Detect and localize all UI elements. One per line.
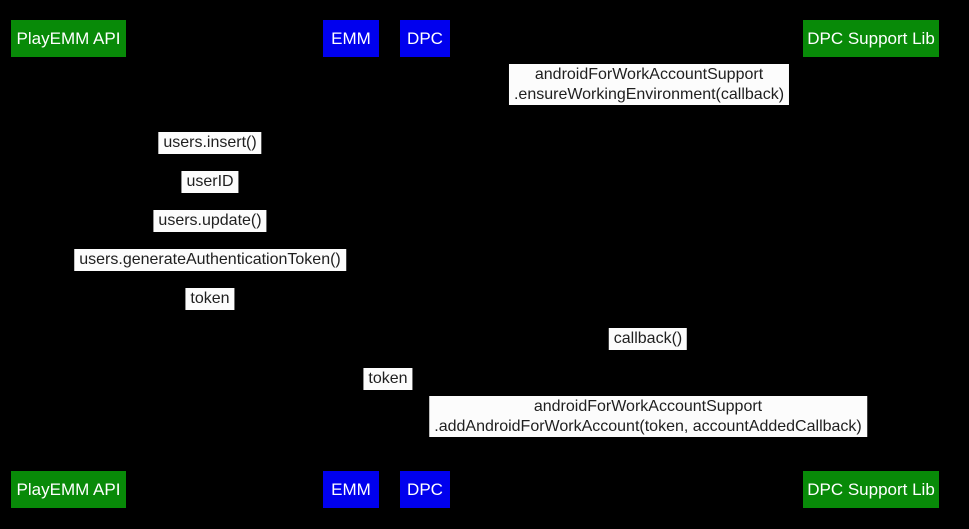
message-line: users.update()	[158, 212, 262, 229]
actor-box-playemm-api-top: PlayEMM API	[11, 20, 126, 57]
message-label-user-id: userID	[181, 171, 239, 193]
message-line: users.generateAuthenticationToken()	[79, 251, 341, 268]
message-label-users-generate-authentication-token: users.generateAuthenticationToken()	[74, 249, 346, 271]
message-label-users-insert: users.insert()	[158, 132, 262, 154]
actor-box-dpc-bottom: DPC	[400, 471, 450, 508]
message-line: users.insert()	[163, 134, 257, 151]
message-line: androidForWorkAccountSupport	[533, 398, 763, 415]
message-label-token-response: token	[185, 288, 235, 310]
actor-box-playemm-api-bottom: PlayEMM API	[11, 471, 126, 508]
message-label-add-android-for-work-account: androidForWorkAccountSupport .addAndroidF…	[429, 396, 867, 437]
message-label-callback: callback()	[608, 328, 688, 350]
message-line: .addAndroidForWorkAccount(token, account…	[434, 417, 862, 435]
actor-box-emm-top: EMM	[323, 20, 379, 57]
message-line: token	[368, 370, 408, 387]
message-line: callback()	[613, 330, 683, 347]
message-line: userID	[186, 173, 234, 190]
message-label-token-to-dpc: token	[363, 368, 413, 390]
actor-box-dpc-support-lib-bottom: DPC Support Lib	[803, 471, 939, 508]
message-line: androidForWorkAccountSupport	[534, 66, 764, 83]
actor-box-dpc-top: DPC	[400, 20, 450, 57]
message-label-users-update: users.update()	[153, 210, 267, 232]
message-line: token	[190, 290, 230, 307]
actor-box-dpc-support-lib-top: DPC Support Lib	[803, 20, 939, 57]
actor-box-emm-bottom: EMM	[323, 471, 379, 508]
message-label-ensure-working-environment: androidForWorkAccountSupport .ensureWorki…	[508, 64, 790, 105]
message-line: .ensureWorkingEnvironment(callback)	[513, 85, 785, 103]
